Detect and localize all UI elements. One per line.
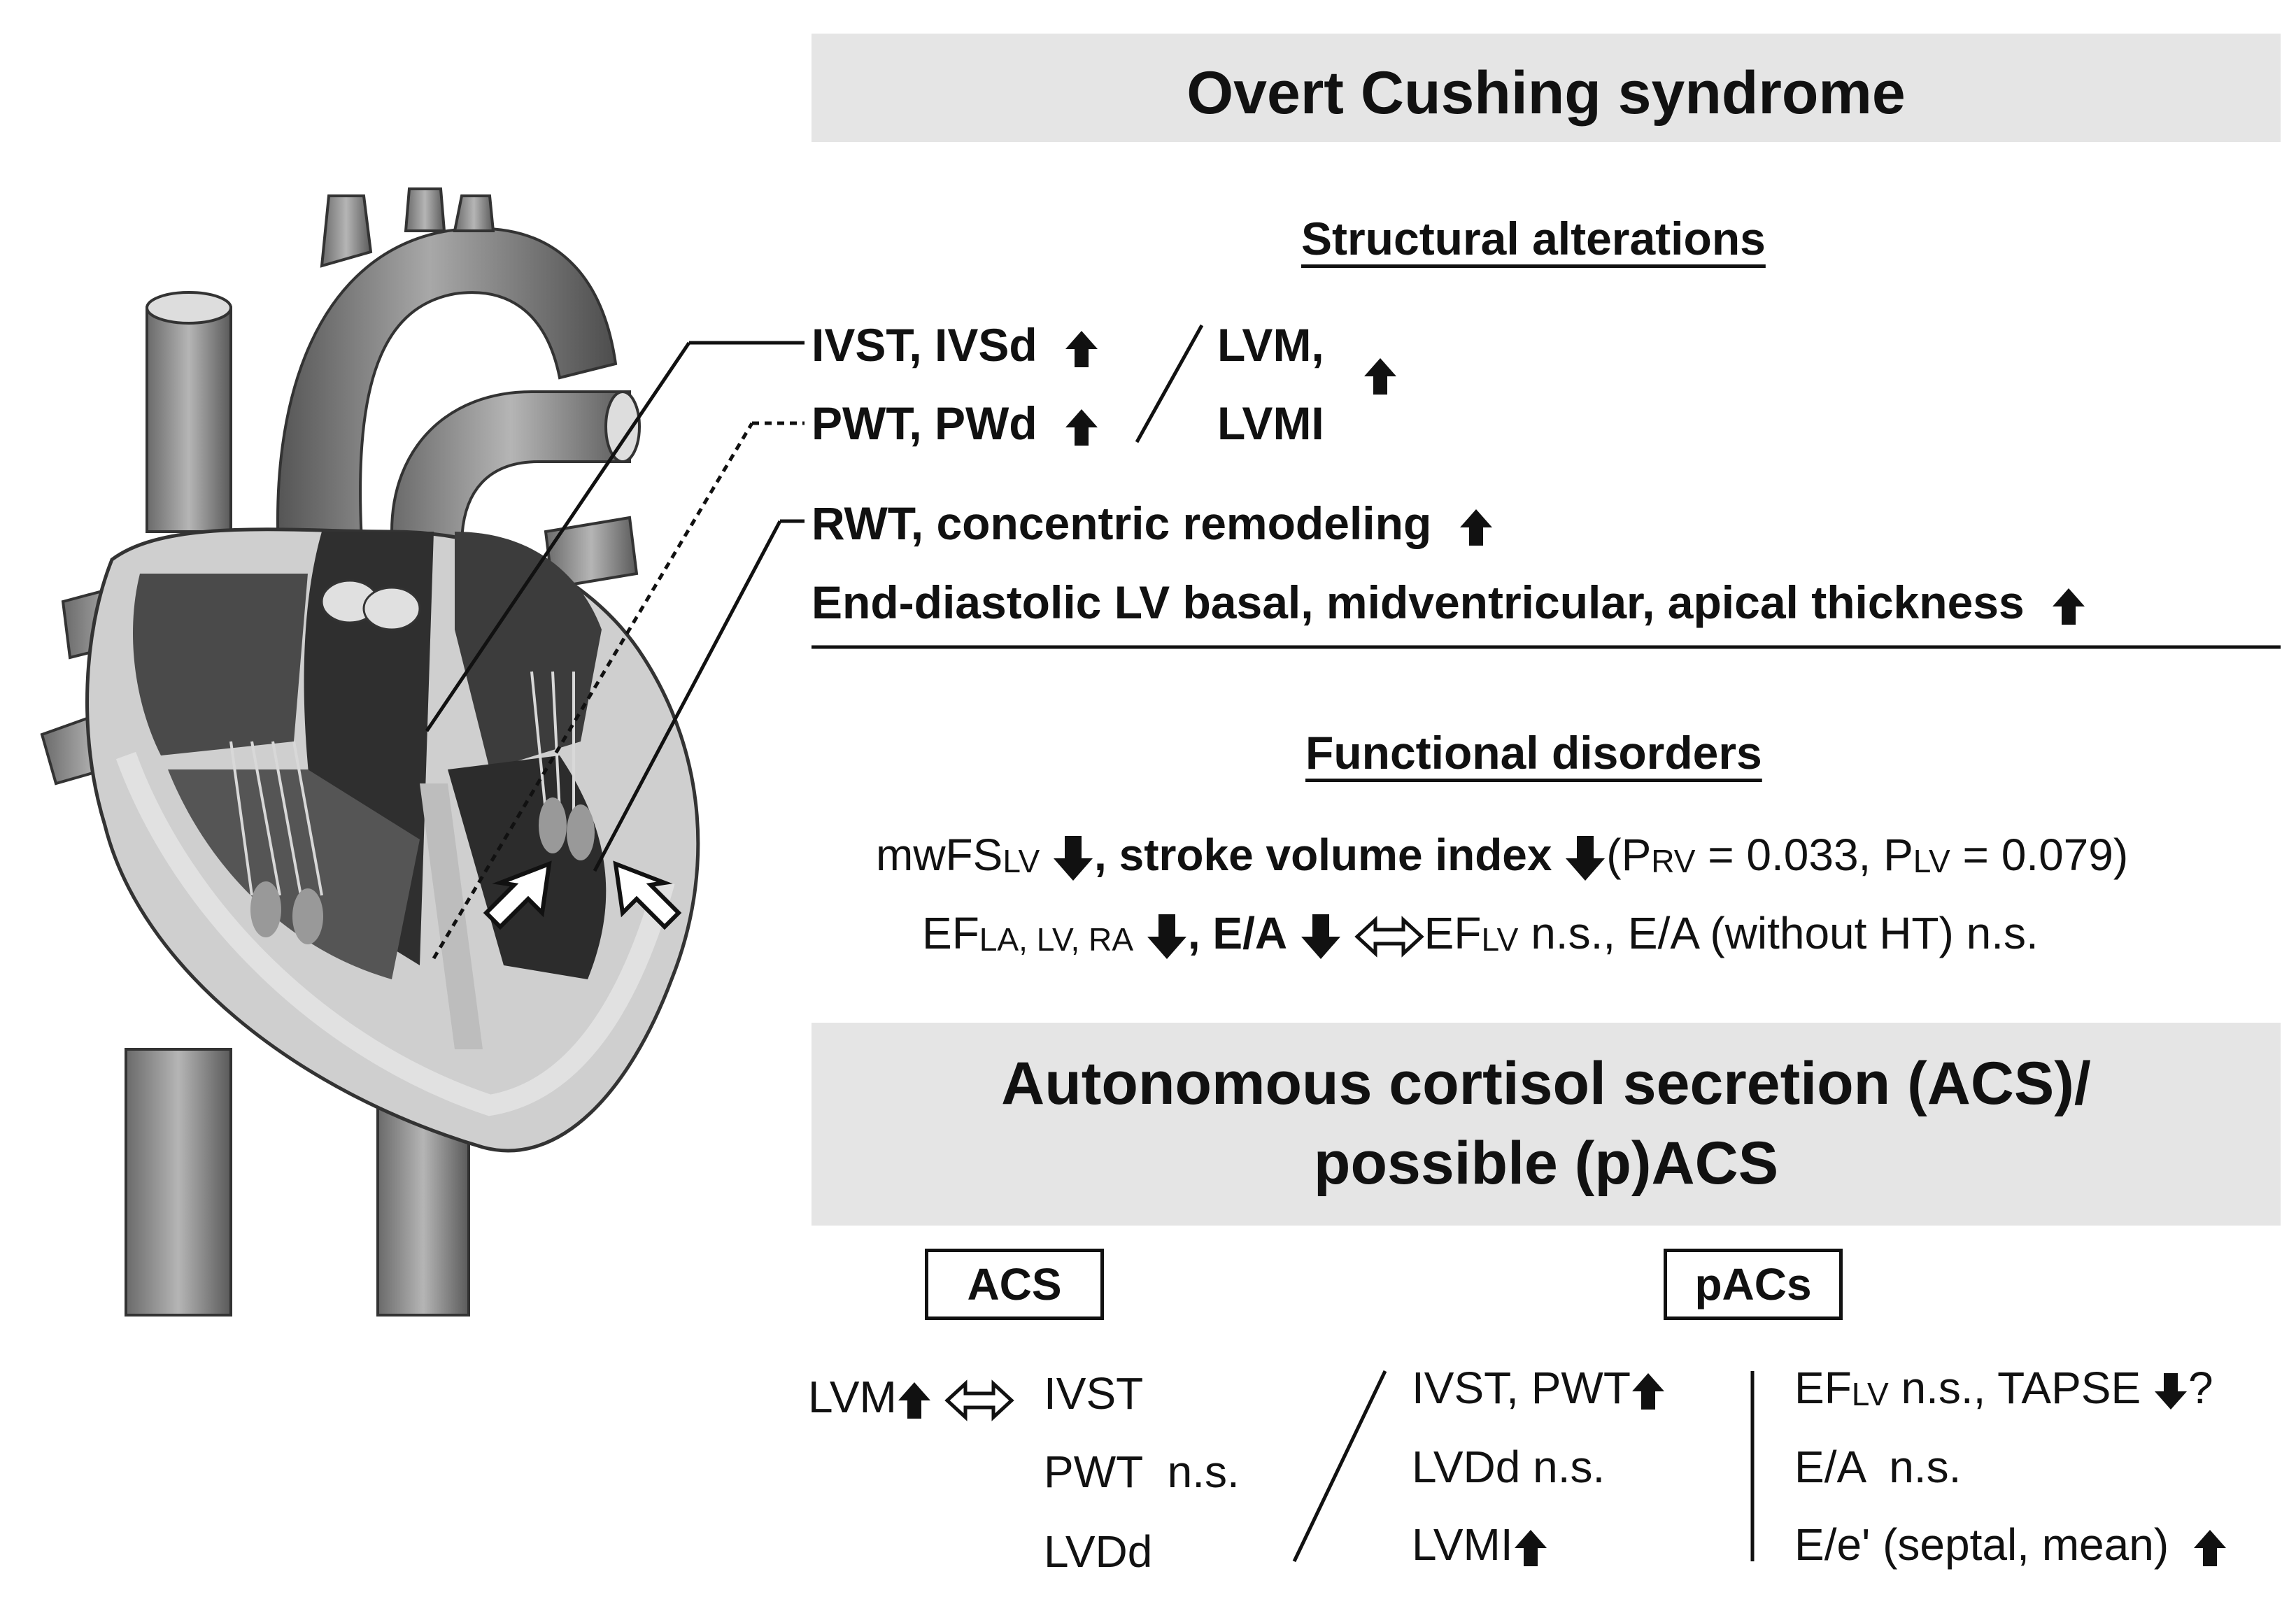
double-arrow-icon [944,1379,1014,1421]
p-rv-label: (P [1606,830,1652,880]
arrow-down-icon [2154,1373,2187,1410]
arrow-up-icon [1065,409,1098,446]
ef-label: EF [922,908,979,958]
arrow-up-icon [1631,1373,1664,1410]
pacs-ea: E/A n.s. [1794,1442,1962,1492]
arrow-up-icon [2053,588,2085,625]
pacs-lvmi-label: LVMI [1412,1519,1513,1570]
pacs-ee-label: E/e' (septal, mean) [1794,1519,2169,1570]
ef-lv-sub: LV [1481,921,1519,958]
ef-lv-rest: n.s., E/A (without HT) n.s. [1518,908,2039,958]
arrow-down-icon [1301,914,1340,960]
acs-ivst: IVST [1044,1368,1144,1419]
end-diastolic-row: End-diastolic LV basal, midventricular, … [812,579,2086,626]
arrow-up-icon [1065,330,1098,367]
acs-title-line-1: Autonomous cortisol secretion (ACS)/ [1001,1050,2091,1117]
pacs-ef-label: EF [1794,1363,1852,1413]
hollow-arrow-icon [483,860,552,930]
arrow-up-icon [2193,1530,2226,1567]
lvmi-label: LVMI [1217,397,1324,449]
pwt-pwd-label: PWT, PWd [812,397,1037,449]
p-rv-sub: RV [1651,842,1696,879]
double-arrow-icon [1354,916,1424,958]
rwt-label: RWT, concentric remodeling [812,497,1432,549]
acs-lvm-row: LVM [808,1375,1014,1421]
acs-banner: Autonomous cortisol secretion (ACS)/ pos… [812,1023,2281,1226]
pacs-question-mark: ? [2188,1363,2213,1413]
pacs-ef-rest: n.s., TAPSE [1888,1363,2141,1413]
acs-box: ACS [925,1249,1104,1320]
pacs-ef-row: EFLV n.s., TAPSE ? [1794,1365,2213,1411]
pacs-lvmi-row: LVMI [1412,1522,1548,1568]
pacs-lvdd: LVDd n.s. [1412,1442,1606,1492]
arrow-down-icon [1147,914,1186,960]
pacs-ivst-row: IVST, PWT [1412,1365,1666,1411]
acs-lvdd: LVDd [1044,1526,1153,1577]
overt-cushing-banner: Overt Cushing syndrome [812,34,2281,142]
acs-lvm-label: LVM [808,1372,897,1422]
rwt-row: RWT, concentric remodeling [812,500,1494,547]
mwfs-sub: LV [1002,842,1040,879]
acs-pwt: PWT n.s. [1044,1447,1240,1497]
arrow-up-icon [1459,509,1492,546]
arrow-down-icon [1566,836,1606,881]
pwt-pwd-row: PWT, PWd [812,400,1099,447]
functional-line-1: mwFSLV , stroke volume index (PRV = 0.03… [876,832,2128,882]
ea-label: , E/A [1187,908,1288,958]
ivst-ivsd-label: IVST, IVSd [812,319,1037,371]
p-lv-value: = 0.079) [1950,830,2129,880]
arrow-up-icon [898,1382,930,1419]
ef-lv-label: EF [1424,908,1482,958]
end-diastolic-label: End-diastolic LV basal, midventricular, … [812,576,2025,628]
arrow-up-icon [1364,358,1396,395]
hollow-arrow-icon [613,860,682,930]
ef-sub: LA, LV, RA [979,921,1134,958]
arrow-down-icon [1054,836,1093,881]
structural-alterations-heading: Structural alterations [1301,213,1766,264]
p-lv-sub: LV [1913,842,1950,879]
pacs-ee-row: E/e' (septal, mean) [1794,1522,2227,1568]
ivst-ivsd-row: IVST, IVSd [812,322,1099,369]
p-lv-label: = 0.033, P [1695,830,1913,880]
mwfs-label: mwFS [876,830,1003,880]
functional-line-2: EFLA, LV, RA , E/A EFLV n.s., E/A (witho… [922,911,2039,960]
acs-title-line-2: possible (p)ACS [1313,1130,1779,1197]
functional-disorders-heading: Functional disorders [1305,727,1762,779]
lvm-label: LVM, [1217,319,1324,371]
stroke-volume-label: , stroke volume index [1094,830,1552,880]
pacs-box: pACs [1664,1249,1843,1320]
overt-cushing-title: Overt Cushing syndrome [1186,59,1906,127]
pacs-ef-sub: LV [1851,1375,1889,1412]
pacs-ivst-label: IVST, PWT [1412,1363,1631,1413]
arrow-up-icon [1514,1530,1547,1567]
